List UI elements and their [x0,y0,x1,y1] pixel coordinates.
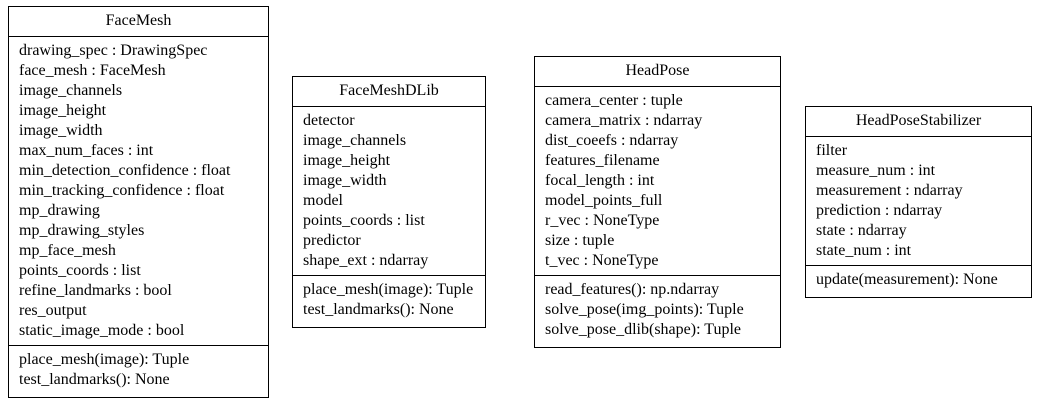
attribute: image_height [19,102,107,119]
attribute: t_vec : NoneType [545,252,659,269]
methods-section: place_mesh(image): Tuple test_landmarks(… [9,345,268,394]
class-name: FaceMeshDLib [293,77,485,107]
attribute: points_coords : list [19,262,141,279]
attribute: mp_drawing [19,202,100,219]
methods-section: place_mesh(image): Tuple test_landmarks(… [293,275,485,324]
method: test_landmarks(): None [303,301,454,318]
method: test_landmarks(): None [19,371,170,388]
attribute: mp_drawing_styles [19,222,145,239]
attributes-section: camera_center : tuple camera_matrix : nd… [535,87,780,275]
method: update(measurement): None [816,271,998,288]
class-name: HeadPose [535,57,780,87]
attribute: shape_ext : ndarray [303,252,429,269]
method: solve_pose_dlib(shape): Tuple [545,321,741,338]
attributes-section: drawing_spec : DrawingSpec face_mesh : F… [9,37,268,345]
attribute: prediction : ndarray [816,202,943,219]
attribute: model [303,192,343,209]
attribute: measure_num : int [816,162,936,179]
attribute: detector [303,112,355,129]
attribute: measurement : ndarray [816,182,963,199]
attribute: image_width [303,172,387,189]
class-name: FaceMesh [9,7,268,37]
method: place_mesh(image): Tuple [19,351,190,368]
attribute: points_coords : list [303,212,425,229]
attribute: min_tracking_confidence : float [19,182,225,199]
attribute: state_num : int [816,242,912,259]
attribute: filter [816,142,848,159]
method: solve_pose(img_points): Tuple [545,301,744,318]
attribute: drawing_spec : DrawingSpec [19,42,208,59]
attribute: max_num_faces : int [19,142,154,159]
class-box-headposestabilizer: HeadPoseStabilizer filter measure_num : … [805,106,1032,298]
class-box-headpose: HeadPose camera_center : tuple camera_ma… [534,56,781,348]
attribute: image_channels [19,82,123,99]
attribute: camera_matrix : ndarray [545,112,703,129]
attribute: predictor [303,232,361,249]
attribute: static_image_mode : bool [19,322,185,339]
attribute: image_channels [303,132,407,149]
attribute: camera_center : tuple [545,92,683,109]
methods-section: update(measurement): None [806,265,1031,294]
attribute: focal_length : int [545,172,655,189]
attribute: model_points_full [545,192,663,209]
method: place_mesh(image): Tuple [303,281,474,298]
attribute: state : ndarray [816,222,907,239]
attribute: dist_coeefs : ndarray [545,132,679,149]
attribute: r_vec : NoneType [545,212,660,229]
attribute: image_width [19,122,103,139]
class-name: HeadPoseStabilizer [806,107,1031,137]
attributes-section: filter measure_num : int measurement : n… [806,137,1031,265]
attribute: res_output [19,302,87,319]
method: read_features(): np.ndarray [545,281,720,298]
class-box-facemesh: FaceMesh drawing_spec : DrawingSpec face… [8,6,269,398]
attribute: face_mesh : FaceMesh [19,62,166,79]
attribute: size : tuple [545,232,615,249]
attribute: image_height [303,152,391,169]
attributes-section: detector image_channels image_height ima… [293,107,485,275]
class-box-facemeshdlib: FaceMeshDLib detector image_channels ima… [292,76,486,328]
attribute: refine_landmarks : bool [19,282,172,299]
methods-section: read_features(): np.ndarray solve_pose(i… [535,275,780,344]
attribute: min_detection_confidence : float [19,162,231,179]
attribute: mp_face_mesh [19,242,116,259]
attribute: features_filename [545,152,660,169]
